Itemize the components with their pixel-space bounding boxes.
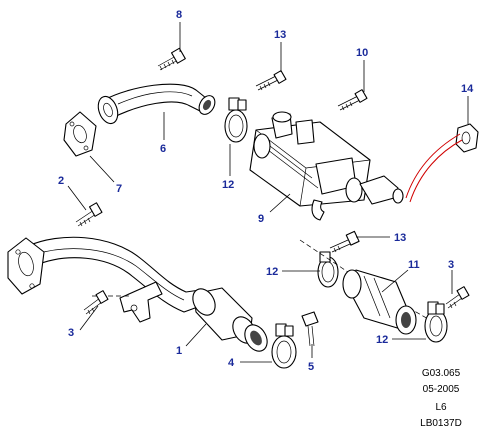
- bolt-3-right: [445, 286, 470, 309]
- callout-12-lower: 12: [376, 334, 388, 346]
- reference-code-3: LB0137D: [420, 418, 462, 429]
- lower-egr-pipe: [7, 236, 207, 323]
- callout-4: 4: [228, 357, 235, 369]
- reference-code-1: G03.065: [421, 368, 461, 379]
- callout-6: 6: [160, 143, 166, 155]
- clamp-lower-right: [424, 301, 448, 343]
- callout-13-lower: 13: [394, 232, 406, 244]
- nut-14: [455, 123, 479, 153]
- bolt-2: [75, 202, 103, 227]
- hose-line-outer: [405, 133, 461, 199]
- upper-pipe-gasket: [63, 111, 97, 157]
- leader-lines: [67, 22, 469, 363]
- callout-12-upper: 12: [222, 179, 234, 191]
- clamp-4: [271, 323, 297, 369]
- callout-11: 11: [408, 259, 420, 271]
- upper-egr-pipe: [97, 83, 216, 125]
- callout-2: 2: [58, 175, 64, 187]
- callout-8: 8: [176, 9, 182, 21]
- bolt-13-upper: [255, 70, 287, 91]
- callout-10: 10: [356, 47, 368, 59]
- reference-date: 05-2005: [422, 384, 460, 395]
- callout-14: 14: [461, 83, 474, 95]
- bolt-10: [337, 89, 368, 111]
- callout-12-middle: 12: [266, 266, 278, 278]
- callout-3-left: 3: [68, 327, 74, 339]
- callout-9: 9: [258, 213, 264, 225]
- bolt-3-left: [83, 290, 109, 315]
- clamp-middle: [317, 251, 339, 288]
- bolt-8: [157, 47, 186, 71]
- lower-pipe-flex-section: [192, 287, 268, 352]
- hose-line-inner: [409, 139, 463, 203]
- callout-3-right: 3: [448, 259, 454, 271]
- callout-13-upper: 13: [274, 29, 286, 41]
- callout-5: 5: [308, 361, 314, 373]
- egr-cooler: [249, 111, 404, 221]
- bolt-5: [301, 311, 319, 347]
- flex-hose-11: [342, 269, 417, 335]
- clamp-upper: [224, 97, 248, 143]
- callout-1: 1: [176, 345, 182, 357]
- bolt-13-lower: [329, 230, 360, 253]
- callout-7: 7: [116, 183, 122, 195]
- reference-code-2: L6: [435, 402, 447, 413]
